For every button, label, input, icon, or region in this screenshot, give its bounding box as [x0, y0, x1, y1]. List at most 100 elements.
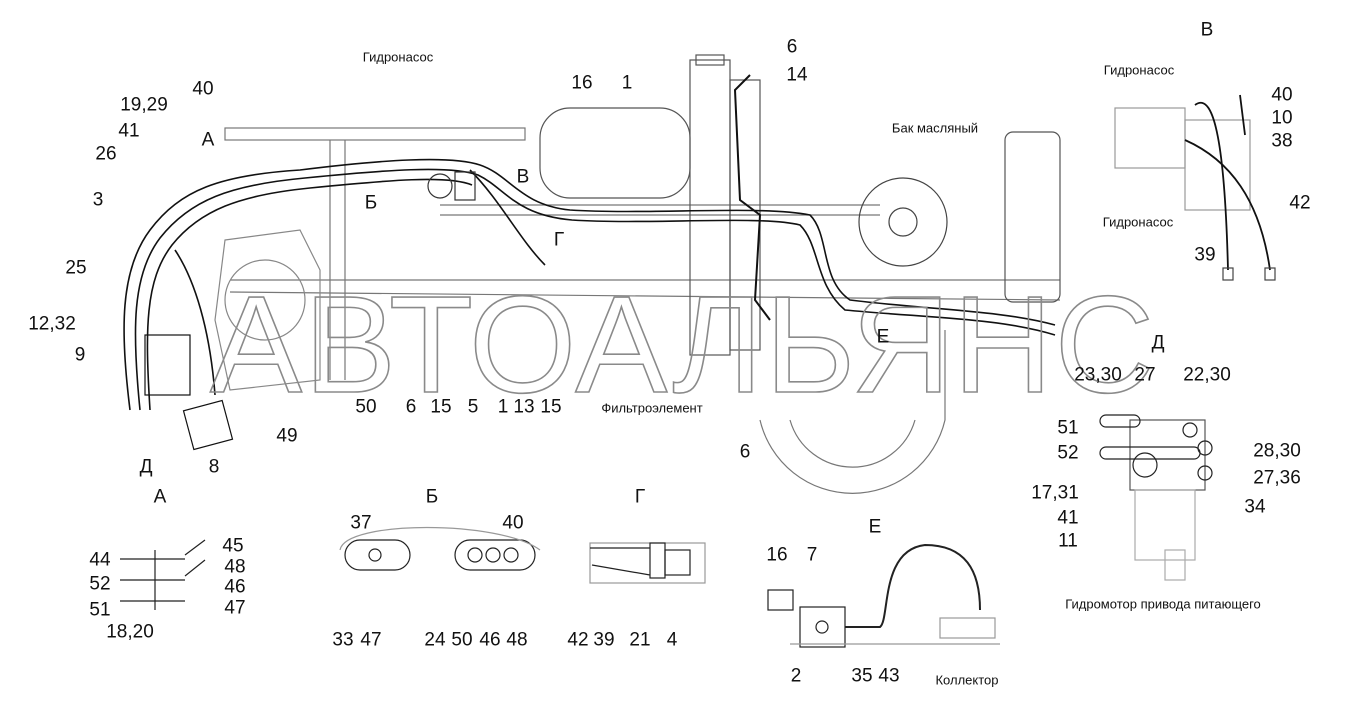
callout: 40 — [502, 512, 524, 534]
callout: 5 — [467, 396, 479, 418]
callout: 19,29 — [120, 94, 168, 116]
section-marker-e: Е — [876, 326, 890, 348]
callout: 24 — [424, 629, 446, 651]
callout: 46 — [224, 576, 246, 598]
hose-bundle — [123, 158, 1056, 411]
callout: 6 — [739, 441, 751, 463]
callout: 50 — [451, 629, 473, 651]
callout: 13 — [513, 396, 535, 418]
callout: 12,32 — [28, 313, 76, 335]
callout: 21 — [629, 629, 651, 651]
section-marker-g: Г — [553, 229, 565, 251]
view-e-drawing — [767, 543, 1000, 648]
callout: 38 — [1271, 130, 1293, 152]
callout: 28,30 — [1253, 440, 1301, 462]
receiver-tank — [539, 107, 691, 199]
callout: 16 — [571, 72, 593, 94]
callout: 4 — [666, 629, 678, 651]
callout: 11 — [1058, 530, 1078, 552]
callout: 46 — [479, 629, 501, 651]
callout: 41 — [1057, 507, 1079, 529]
watermark-text: АВТОАЛЬЯНС — [210, 268, 1156, 422]
callout: 22,30 — [1183, 364, 1231, 386]
section-marker-a: А — [201, 129, 215, 151]
pump — [427, 171, 476, 201]
callout: 51 — [1057, 417, 1079, 439]
oil-tank — [1004, 131, 1061, 303]
callout: 35 — [851, 665, 873, 687]
pump-label: Гидронасос — [1103, 62, 1175, 78]
callout: 14 — [786, 64, 808, 86]
callout: 33 — [332, 629, 354, 651]
callout: 42 — [1289, 192, 1311, 214]
pump-label: Гидронасос — [362, 49, 434, 65]
filter-label: Фильтроэлемент — [601, 400, 703, 416]
callout: 1 — [621, 72, 633, 94]
oil-tank-label: Бак масляный — [891, 120, 979, 136]
view-b-title: Б — [425, 486, 439, 508]
callout: 18,20 — [106, 621, 154, 643]
callout: 3 — [92, 189, 104, 211]
callout: 47 — [224, 597, 246, 619]
callout: 51 — [89, 599, 111, 621]
callout: 27 — [1134, 364, 1156, 386]
callout: 15 — [430, 396, 452, 418]
callout: 48 — [506, 629, 528, 651]
callout: 45 — [222, 535, 244, 557]
callout: 52 — [89, 573, 111, 595]
callout: 16 — [766, 544, 788, 566]
callout: 1 — [497, 396, 509, 418]
callout: 44 — [89, 549, 111, 571]
callout: 39 — [1194, 244, 1216, 266]
section-marker-v: В — [516, 166, 530, 188]
callout: 43 — [878, 665, 900, 687]
callout: 6 — [786, 36, 798, 58]
motor-label: Гидромотор привода питающего — [1065, 596, 1261, 612]
view-d-title: Д — [1151, 332, 1165, 354]
view-g-drawing — [589, 542, 706, 584]
callout: 23,30 — [1074, 364, 1122, 386]
view-a-drawing — [120, 539, 206, 610]
pump-label: Гидронасос — [1102, 214, 1174, 230]
engine — [214, 229, 321, 391]
hydraulic-motor — [182, 399, 234, 451]
section-marker-b: Б — [364, 192, 378, 214]
view-v-drawing — [1114, 94, 1276, 281]
callout: 47 — [360, 629, 382, 651]
callout: 49 — [276, 425, 298, 447]
callout: 52 — [1057, 442, 1079, 464]
valve-block — [144, 334, 191, 396]
view-b-drawing — [339, 526, 541, 571]
callout: 25 — [65, 257, 87, 279]
callout: 9 — [74, 344, 86, 366]
callout: 8 — [208, 456, 220, 478]
view-e-title: Е — [868, 516, 882, 538]
view-g-title: Г — [634, 486, 646, 508]
callout: 26 — [95, 143, 117, 165]
view-v-title: В — [1200, 19, 1214, 41]
callout: 40 — [1271, 84, 1293, 106]
callout: 39 — [593, 629, 615, 651]
callout: 37 — [350, 512, 372, 534]
callout: 15 — [540, 396, 562, 418]
callout: 34 — [1244, 496, 1266, 518]
callout: 6 — [405, 396, 417, 418]
callout: 7 — [806, 544, 818, 566]
section-marker-d: Д — [139, 456, 153, 478]
callout: 42 — [567, 629, 589, 651]
callout: 50 — [355, 396, 377, 418]
callout: 40 — [192, 78, 214, 100]
callout: 17,31 — [1031, 482, 1079, 504]
wheel-hub — [858, 177, 948, 267]
collector-label: Коллектор — [935, 672, 999, 688]
callout: 41 — [118, 120, 140, 142]
callout: 48 — [224, 556, 246, 578]
callout: 10 — [1271, 107, 1293, 129]
view-a-title: А — [153, 486, 167, 508]
pipe — [733, 74, 771, 321]
machine-frame — [224, 127, 1061, 380]
callout: 2 — [790, 665, 802, 687]
view-d-drawing — [1099, 414, 1213, 581]
